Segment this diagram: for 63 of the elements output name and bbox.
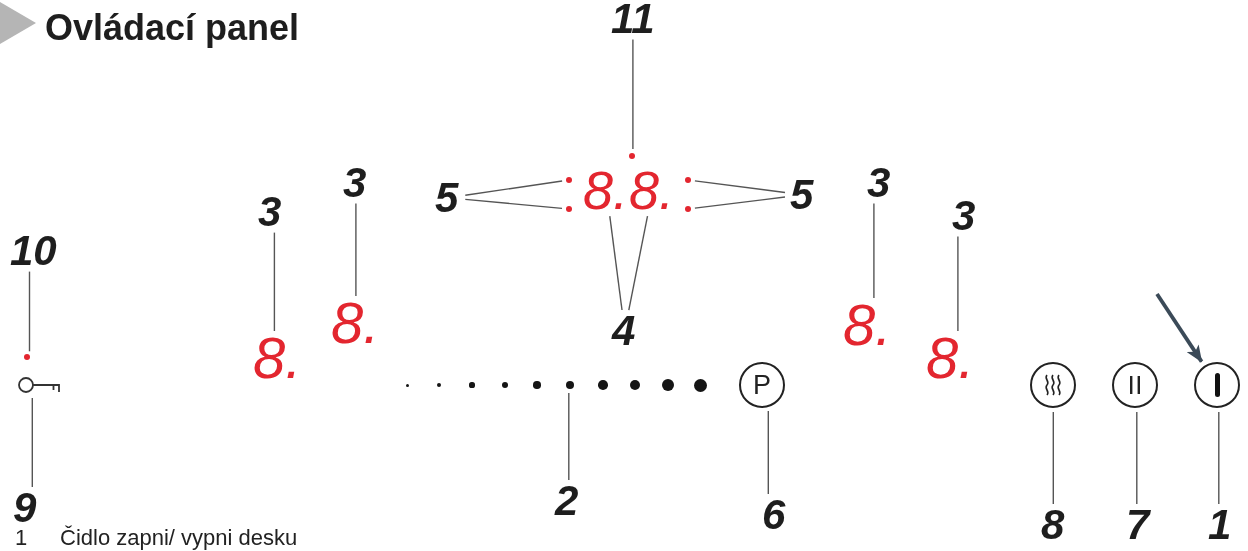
callout-number: 1: [1207, 508, 1235, 542]
leader-line: [273, 231, 276, 332]
leader-line: [464, 180, 563, 196]
leader-line: [628, 215, 649, 311]
pause-button: [1112, 362, 1158, 408]
callout-number: 9: [12, 491, 40, 525]
leader-line: [767, 410, 769, 495]
slider-dot: [469, 382, 475, 388]
leader-line: [957, 235, 959, 332]
slider-dot: [436, 382, 442, 388]
colon-dot: [566, 177, 572, 183]
digit-display: 8.: [925, 335, 978, 382]
digit-display: 8.: [330, 300, 383, 347]
leader-line: [609, 215, 623, 311]
callout-number: 3: [342, 166, 370, 200]
leader-line: [31, 397, 33, 488]
title: Ovládací panel: [45, 7, 300, 49]
slider-dot: [405, 383, 409, 387]
colon-dot: [566, 206, 572, 212]
leader-line: [355, 202, 357, 297]
slider-dot: [565, 380, 575, 390]
callout-number: 3: [257, 195, 285, 229]
callout-number: 2: [554, 484, 582, 518]
leader-line: [1052, 411, 1054, 505]
indicator-dot: [24, 354, 30, 360]
slider-dot: [533, 381, 541, 389]
arrow: [1155, 292, 1204, 363]
leader-line: [28, 270, 31, 352]
digit-display: 8.: [628, 169, 678, 213]
indicator-dot: [629, 153, 635, 159]
leader-line: [464, 198, 563, 210]
key-icon: [18, 377, 60, 394]
leader-line: [1218, 411, 1220, 505]
callout-number: 7: [1125, 508, 1153, 542]
callout-number: 6: [761, 498, 789, 532]
list-item-text: Čidlo zapni/ vypni desku: [60, 526, 298, 551]
callout-number: 3: [951, 199, 979, 233]
leader-line: [873, 202, 875, 299]
leader-line: [568, 392, 570, 481]
callout-number: 5: [789, 178, 817, 212]
leader-line: [694, 196, 786, 209]
slider-dot: [501, 381, 509, 389]
callout-number: 3: [866, 166, 894, 200]
slider-dot: [629, 379, 641, 391]
colon-dot: [685, 206, 691, 212]
heat-button: [1030, 362, 1076, 408]
slider-dot: [662, 379, 674, 391]
callout-number: 4: [611, 314, 639, 348]
callout-number: 5: [434, 181, 462, 215]
callout-number: 10: [9, 234, 60, 268]
leader-line: [1136, 411, 1138, 505]
leader-line: [694, 180, 786, 194]
colon-dot: [685, 177, 691, 183]
slider-dot: [598, 380, 608, 390]
leader-line: [632, 38, 634, 150]
power-button: [1194, 362, 1240, 408]
list-number: 1: [15, 526, 28, 551]
p-button: P: [739, 362, 785, 408]
digit-display: 8.: [842, 302, 895, 349]
digit-display: 8.: [252, 335, 305, 382]
slider-dot: [693, 378, 707, 392]
callout-number: 8: [1040, 508, 1068, 542]
callout-number: 11: [610, 2, 658, 36]
